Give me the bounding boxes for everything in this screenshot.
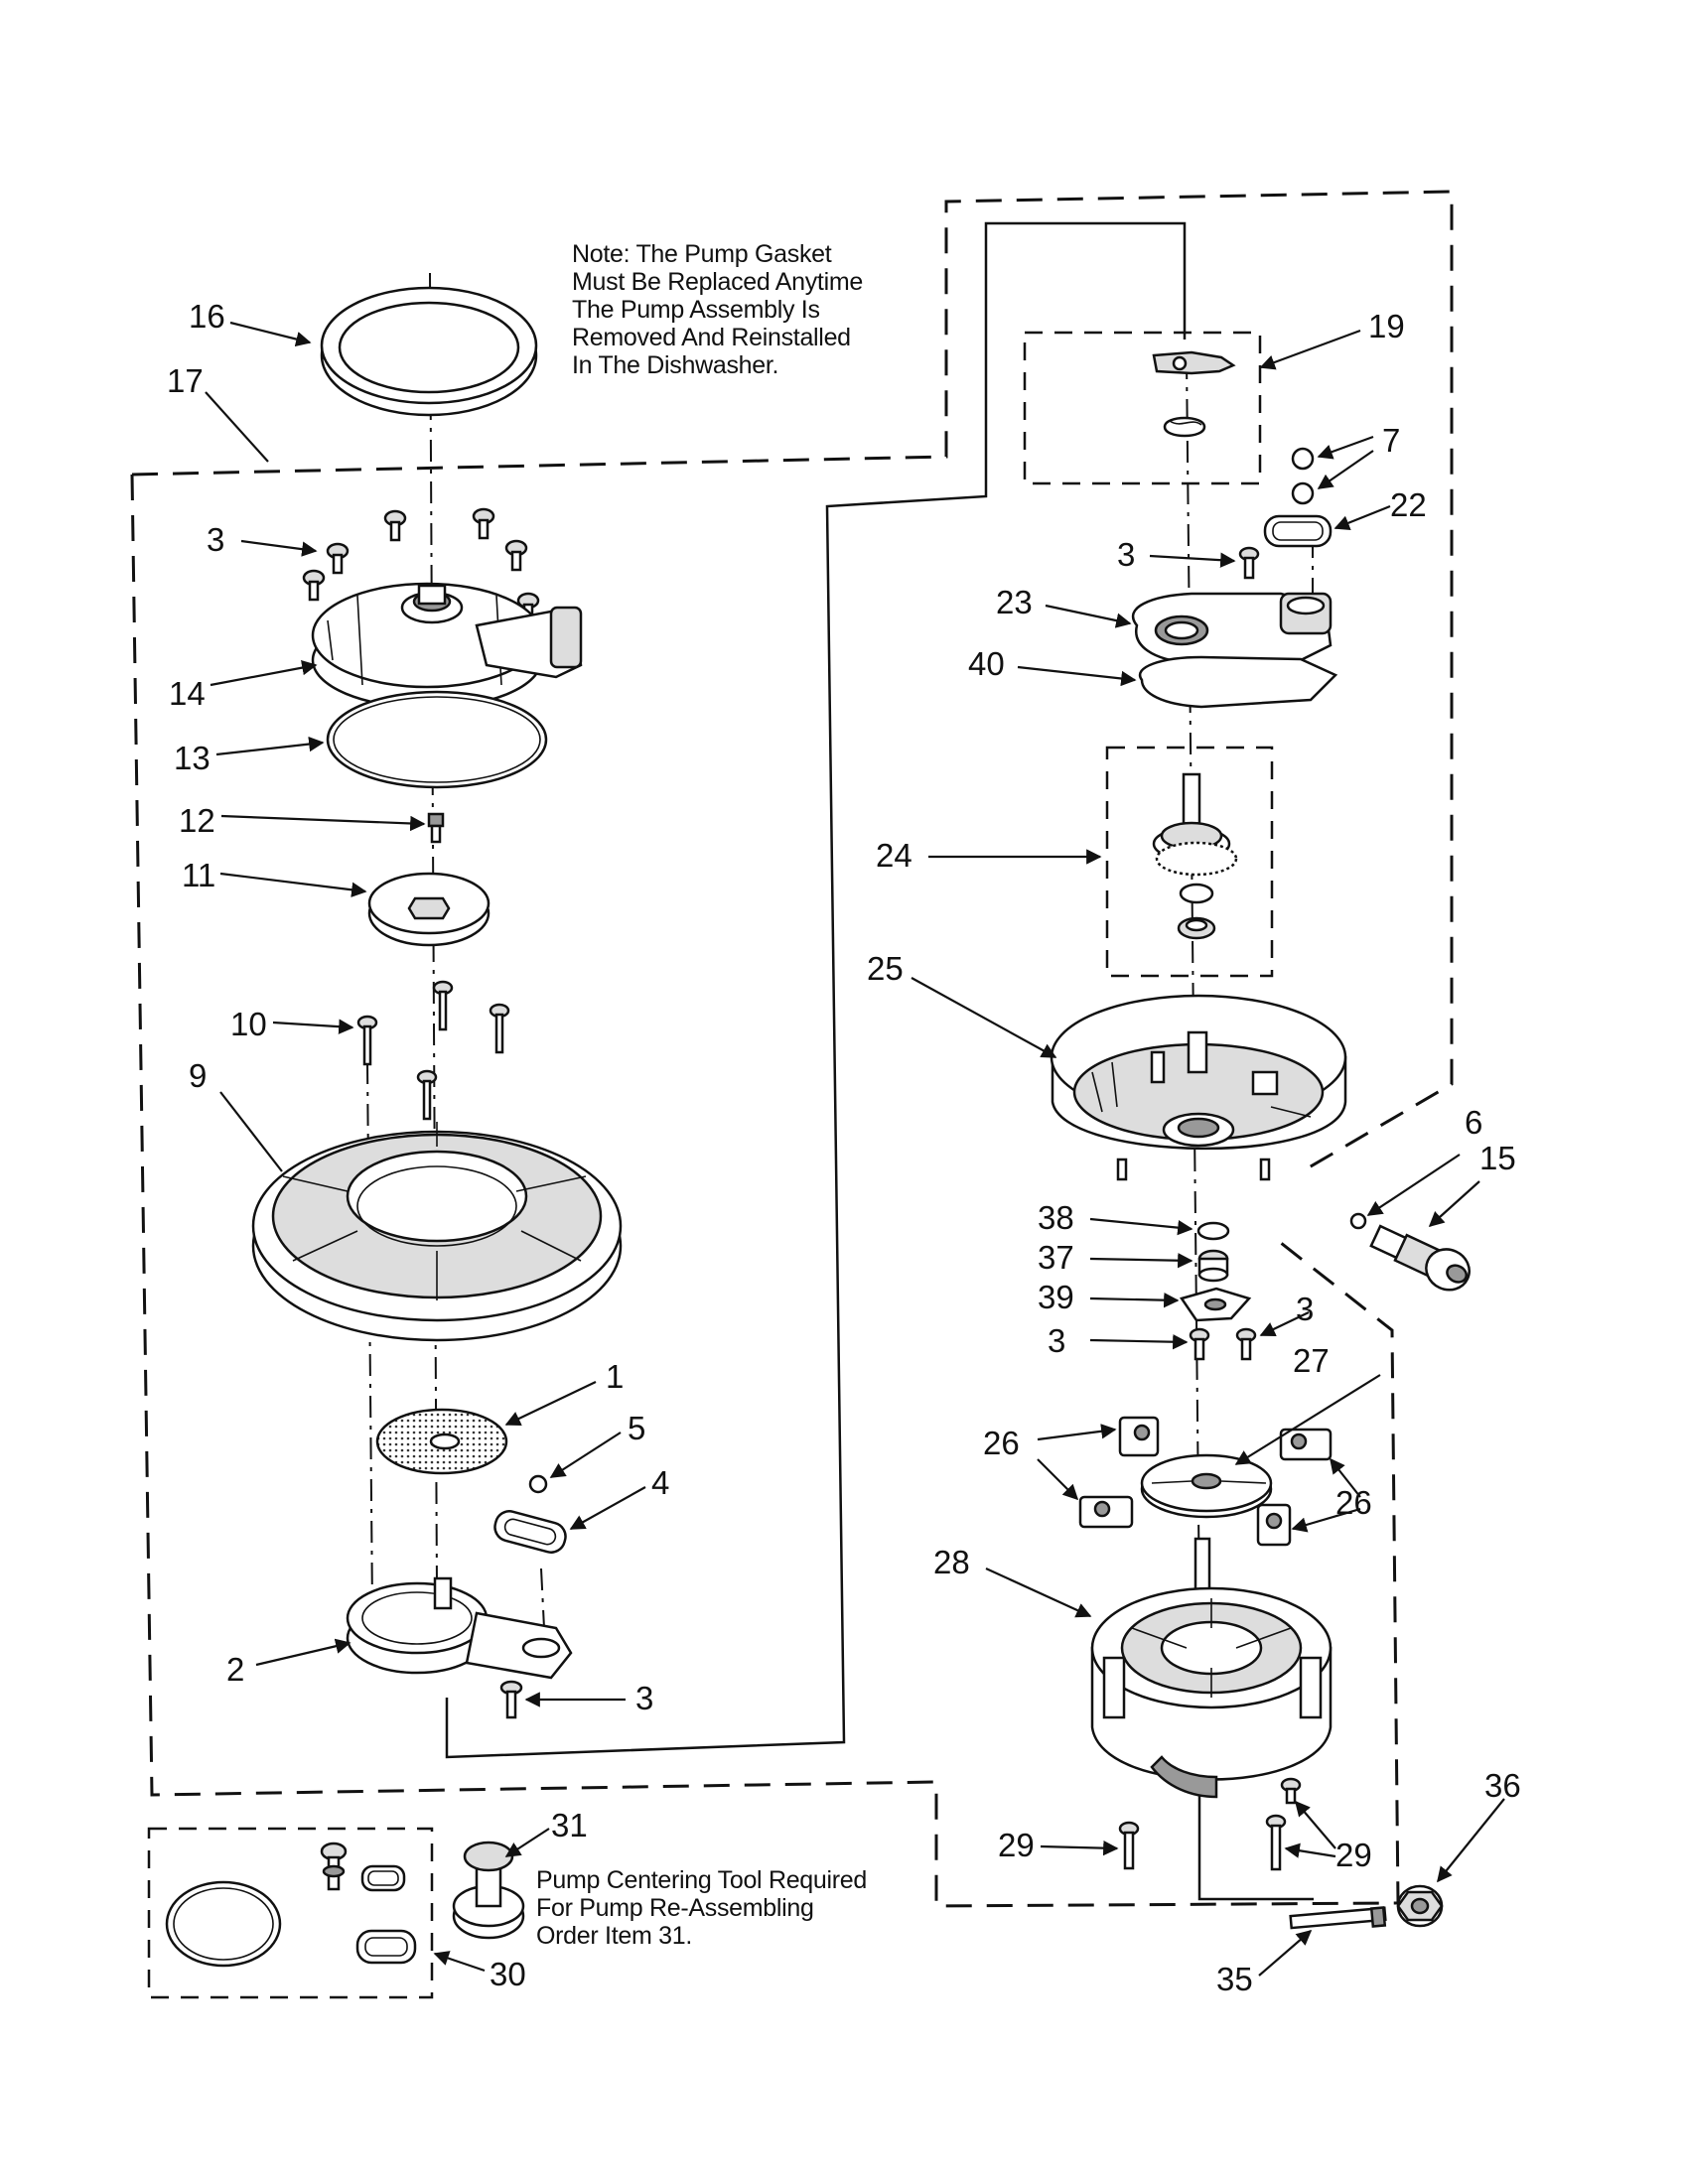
part-31-centering-tool[interactable]: [452, 1841, 525, 1940]
callout-39: 39: [1038, 1279, 1074, 1315]
part-12-bolt[interactable]: [427, 812, 445, 844]
part-3-screw-right-a[interactable]: [1189, 1327, 1210, 1361]
subassembly-19-box: [1023, 331, 1262, 485]
part-26-bracket-a[interactable]: [1118, 1416, 1160, 1457]
part-3-screw-bottom[interactable]: [499, 1680, 523, 1719]
part-29-screw-left[interactable]: [1118, 1821, 1140, 1870]
part-11-impeller[interactable]: [367, 872, 491, 947]
callout-10: 10: [230, 1006, 267, 1042]
callout-2: 2: [226, 1651, 244, 1688]
callout-3-right-top: 3: [1117, 536, 1135, 573]
part-22-seal[interactable]: [1263, 514, 1333, 548]
axis-right-main: [1186, 356, 1200, 1609]
callout-29-right: 29: [1335, 1837, 1372, 1873]
part-26-bracket-c[interactable]: [1279, 1428, 1333, 1461]
callout-17: 17: [167, 362, 204, 399]
callout-9: 9: [189, 1057, 207, 1094]
part-35-shaft[interactable]: [1289, 1906, 1387, 1930]
part-1-screen-hole: [429, 1433, 461, 1450]
callout-30: 30: [490, 1956, 526, 1992]
callout-40: 40: [968, 645, 1005, 682]
part-25-motor-housing[interactable]: [1050, 994, 1347, 1181]
part-3-screw-right-top[interactable]: [1238, 546, 1260, 580]
callout-14: 14: [169, 675, 206, 712]
part-9-lower-housing[interactable]: [251, 1122, 623, 1342]
part-38-o-ring[interactable]: [1196, 1221, 1230, 1241]
callout-19: 19: [1368, 308, 1405, 344]
part-13-o-ring-inner: [333, 696, 541, 783]
kit-30-parts[interactable]: [165, 1842, 417, 1968]
callout-25: 25: [867, 950, 904, 987]
part-27-fan-disc[interactable]: [1140, 1453, 1273, 1519]
callout-22: 22: [1390, 486, 1427, 523]
part-2-drain-housing[interactable]: [346, 1576, 573, 1680]
callout-26-left: 26: [983, 1425, 1020, 1461]
part-37-bushing[interactable]: [1197, 1249, 1229, 1283]
callout-27: 27: [1293, 1342, 1330, 1379]
callout-31: 31: [551, 1807, 588, 1843]
part-40-gasket[interactable]: [1138, 655, 1338, 709]
part-7-ball-upper[interactable]: [1291, 447, 1315, 471]
callout-37: 37: [1038, 1239, 1074, 1276]
part-26-bracket-b[interactable]: [1078, 1495, 1134, 1529]
callout-labels: 16 17 3 14 13 12 11 10 9 1 5 4 2 3 31 30…: [167, 298, 1521, 1997]
callout-3-right-a: 3: [1048, 1322, 1065, 1359]
part-14-pump-housing[interactable]: [311, 582, 583, 710]
callout-26-right: 26: [1335, 1484, 1372, 1521]
part-36-knob[interactable]: [1396, 1884, 1444, 1928]
part-28-motor[interactable]: [1090, 1537, 1333, 1799]
tool-note: Pump Centering Tool Required For Pump Re…: [536, 1866, 874, 1950]
callout-3-bottom: 3: [635, 1680, 653, 1716]
part-26-bracket-d[interactable]: [1256, 1503, 1292, 1547]
callout-16: 16: [189, 298, 225, 335]
axis-left-ring: [540, 1568, 545, 1629]
part-29-screw-right[interactable]: [1265, 1814, 1287, 1871]
part-10-screws[interactable]: [356, 980, 510, 1121]
wiring-line-upper: [445, 221, 1187, 1759]
callout-3-top: 3: [207, 521, 224, 558]
part-13-o-ring[interactable]: [326, 690, 548, 789]
subassembly-24-box: [1105, 746, 1274, 978]
kit-30-box: [147, 1827, 434, 1999]
callout-28: 28: [933, 1544, 970, 1580]
callout-29-left: 29: [998, 1827, 1035, 1863]
part-6-o-ring[interactable]: [1349, 1212, 1367, 1230]
part-3-screw-right-b[interactable]: [1235, 1327, 1257, 1361]
callout-7: 7: [1382, 422, 1400, 459]
part-19-clip-and-spring[interactable]: [1152, 350, 1236, 438]
callout-36: 36: [1484, 1767, 1521, 1804]
part-5-ball[interactable]: [528, 1474, 548, 1494]
part-24-gear-shaft[interactable]: [1152, 772, 1238, 940]
part-7-ball-lower[interactable]: [1291, 481, 1315, 505]
callout-3-right-b: 3: [1296, 1291, 1314, 1327]
part-3-screws-cluster[interactable]: [302, 507, 540, 624]
part-4-seal[interactable]: [491, 1508, 568, 1556]
callout-23: 23: [996, 584, 1033, 620]
callout-12: 12: [179, 802, 215, 839]
gasket-note: Note: The Pump Gasket Must Be Replaced A…: [572, 240, 870, 379]
callout-11: 11: [182, 857, 215, 893]
part-23-manifold-bracket[interactable]: [1131, 592, 1333, 665]
part-29-screw-mid[interactable]: [1280, 1777, 1302, 1805]
part-15-sensor[interactable]: [1367, 1218, 1475, 1297]
callout-15: 15: [1479, 1140, 1516, 1176]
callout-24: 24: [876, 837, 912, 874]
assembly-17-boundary: [131, 190, 1454, 1175]
callout-38: 38: [1038, 1199, 1074, 1236]
callout-13: 13: [174, 740, 210, 776]
callout-4: 4: [651, 1464, 669, 1501]
part-39-seal-plate[interactable]: [1179, 1287, 1252, 1322]
assembly-17-boundary-lower: [130, 474, 1400, 1908]
part-16-pump-gasket[interactable]: [320, 286, 538, 417]
leader-lines: [205, 321, 1505, 1977]
callout-5: 5: [628, 1410, 645, 1446]
callout-35: 35: [1216, 1961, 1253, 1997]
callout-6: 6: [1465, 1104, 1482, 1141]
callout-1: 1: [606, 1358, 624, 1395]
